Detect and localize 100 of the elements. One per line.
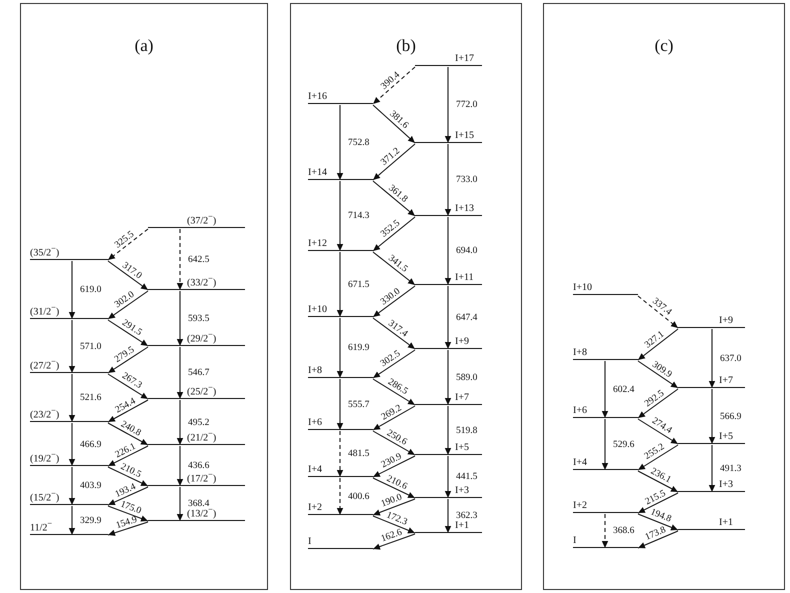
level-label: I+1	[455, 520, 469, 531]
transition-energy: 250.6	[385, 428, 409, 448]
transition-energy: 772.0	[456, 100, 478, 110]
energy-level	[308, 417, 373, 430]
transition-arrow	[108, 290, 148, 320]
level-label: I+6	[573, 405, 587, 416]
level-label: I+4	[573, 457, 587, 468]
transition-arrow	[708, 388, 716, 444]
transition-arrow	[638, 328, 678, 360]
transition-arrow	[68, 374, 76, 422]
transition-arrow	[108, 260, 148, 290]
transition-energy: 555.7	[348, 400, 370, 410]
transition-arrow	[444, 350, 452, 406]
level-label: I+3	[455, 485, 469, 496]
energy-level	[415, 272, 482, 285]
transition-arrow	[108, 486, 148, 506]
transition-arrow	[638, 418, 678, 444]
transition-arrow	[444, 498, 452, 534]
transition-energy: 215.5	[644, 488, 668, 507]
transition-arrow	[444, 216, 452, 286]
transition-arrow	[372, 144, 416, 180]
transition-arrow	[336, 378, 344, 430]
transition-energy: 529.6	[613, 440, 634, 450]
transition-energy: 162.6	[380, 528, 404, 544]
energy-level	[148, 386, 245, 399]
transition-energy: 733.0	[456, 175, 478, 185]
panel-frame	[543, 3, 785, 590]
energy-level	[415, 203, 482, 216]
transition-arrow	[638, 360, 678, 388]
transition-energy: 571.0	[80, 342, 102, 352]
transition-energy: 190.0	[380, 492, 404, 510]
transition-arrow	[336, 252, 344, 318]
level-label: I+4	[308, 464, 322, 475]
transition-arrow	[176, 290, 184, 346]
transition-arrow	[372, 252, 416, 286]
level-label: (23/2$^{−}$)	[30, 404, 60, 420]
level-label: (29/2$^{−}$)	[187, 328, 216, 344]
transition-arrow	[444, 144, 452, 216]
energy-level	[308, 304, 373, 317]
energy-level	[415, 485, 482, 498]
transition-arrow	[372, 180, 416, 216]
transition-arrow	[176, 228, 184, 290]
energy-level	[415, 520, 482, 533]
energy-level	[678, 431, 745, 444]
level-label: (35/2$^{−}$)	[30, 242, 60, 258]
transition-arrow	[176, 400, 184, 446]
transition-arrow	[372, 516, 416, 534]
energy-level	[148, 215, 245, 228]
transition-energy: 329.9	[80, 516, 102, 526]
transition-arrow	[108, 374, 148, 400]
transition-energy: 619.0	[80, 285, 102, 295]
transition-energy: 495.2	[188, 418, 210, 428]
level-label: I+3	[719, 479, 733, 490]
transition-energy: 291.5	[120, 318, 144, 338]
level-label: (21/2$^{−}$)	[187, 428, 216, 443]
transition-energy: 226.1	[114, 441, 138, 460]
level-label: I+1	[719, 517, 733, 528]
level-label: (31/2$^{−}$)	[30, 302, 60, 317]
level-label: I+8	[573, 347, 587, 358]
transition-arrow	[68, 260, 76, 320]
transition-energy: 403.9	[80, 481, 102, 491]
transition-arrow	[444, 406, 452, 456]
transition-arrow	[372, 406, 416, 430]
transition-energy: 309.9	[650, 359, 674, 380]
level-label: I+5	[455, 442, 469, 453]
transition-energy: 317.0	[120, 260, 144, 281]
transition-energy: 274.4	[650, 416, 674, 436]
panel-title: (c)	[654, 36, 674, 56]
energy-level	[30, 409, 108, 422]
transition-arrow	[108, 446, 148, 466]
level-label: I+5	[719, 431, 733, 442]
transition-arrow	[444, 66, 452, 144]
transition-arrow	[372, 430, 416, 456]
energy-level	[148, 277, 245, 290]
energy-level	[678, 479, 745, 492]
transition-arrow	[108, 346, 148, 374]
level-label: I+6	[308, 417, 322, 428]
transition-energy: 466.9	[80, 440, 102, 450]
energy-level	[30, 306, 108, 319]
transition-energy: 714.3	[348, 211, 370, 221]
energy-level	[415, 392, 482, 405]
energy-level	[573, 535, 638, 548]
transition-arrow	[68, 506, 76, 536]
transition-arrow	[638, 388, 678, 418]
transition-arrow	[708, 328, 716, 388]
level-label: (33/2$^{−}$)	[187, 272, 216, 288]
transition-energy: 286.5	[386, 377, 410, 397]
transition-energy: 519.8	[456, 426, 478, 436]
transition-energy: 400.6	[348, 492, 370, 502]
transition-arrow	[68, 320, 76, 374]
level-label: I+14	[308, 167, 327, 178]
level-label: I+9	[719, 315, 733, 326]
transition-energy: 194.8	[648, 508, 672, 526]
transition-energy: 172.3	[384, 510, 408, 528]
energy-level	[678, 517, 745, 530]
transition-arrow	[108, 400, 148, 422]
level-label: I+13	[455, 203, 474, 214]
energy-level	[415, 442, 482, 455]
level-label: I+7	[719, 375, 733, 386]
level-label: (19/2$^{−}$)	[30, 448, 60, 464]
